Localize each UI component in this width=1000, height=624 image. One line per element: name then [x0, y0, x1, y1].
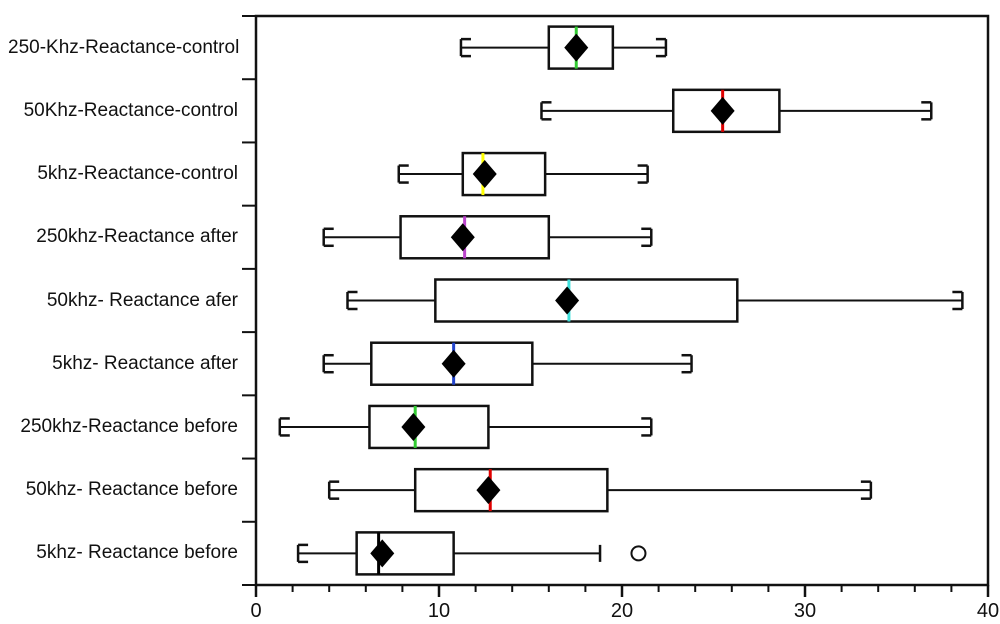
mean-diamond	[710, 96, 735, 125]
mean-diamond	[401, 412, 426, 441]
category-label: 5khz- Reactance before	[36, 542, 238, 564]
mean-diamond	[450, 223, 475, 252]
category-label: 250khz-Reactance after	[36, 226, 238, 248]
box-iqr	[368, 404, 490, 450]
mean-diamond	[564, 33, 589, 62]
category-label: 250khz-Reactance before	[20, 415, 238, 437]
category-label: 5khz- Reactance after	[52, 352, 238, 374]
category-label: 50khz- Reactance afer	[46, 289, 238, 311]
category-label: 50khz- Reactance before	[25, 479, 238, 501]
mean-diamond	[472, 160, 497, 189]
mean-diamond	[370, 539, 395, 568]
category-label: 250-Khz-Reactance-control	[8, 36, 240, 58]
mean-diamond	[555, 286, 580, 315]
mean-diamond	[441, 349, 466, 378]
category-label: 50Khz-Reactance-control	[23, 99, 238, 121]
box-iqr	[434, 278, 739, 323]
x-tick-label: 20	[610, 600, 634, 622]
x-tick-label: 30	[793, 600, 817, 622]
category-label: 5khz-Reactance-control	[37, 163, 238, 185]
x-tick-label: 0	[250, 600, 262, 622]
x-tick-label: 10	[427, 600, 451, 622]
mean-diamond	[476, 476, 501, 505]
outlier-point	[630, 545, 647, 562]
box-iqr	[413, 467, 609, 513]
x-tick-label: 40	[976, 600, 1000, 622]
